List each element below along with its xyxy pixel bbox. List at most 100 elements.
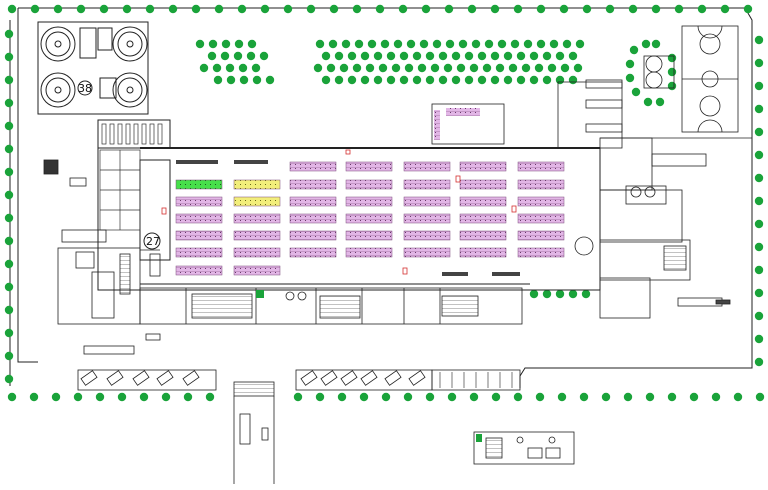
tree-icon [754, 35, 764, 45]
tree-icon [29, 392, 39, 402]
tree-icon [425, 392, 435, 402]
tree-icon [484, 39, 494, 49]
storage-rack [459, 230, 507, 241]
tree-icon [754, 173, 764, 183]
tree-icon [315, 39, 325, 49]
tree-icon [30, 4, 40, 14]
tree-icon [412, 51, 422, 61]
tree-icon [555, 51, 565, 61]
storage-rack [175, 265, 223, 276]
tree-icon [73, 392, 83, 402]
storage-rack [517, 161, 565, 172]
tree-icon [425, 51, 435, 61]
tree-icon [373, 51, 383, 61]
tree-icon [490, 75, 500, 85]
tree-icon [191, 4, 201, 14]
tree-icon [582, 4, 592, 14]
tree-icon [412, 75, 422, 85]
tree-icon [399, 75, 409, 85]
tree-icon [4, 213, 14, 223]
tree-icon [625, 73, 635, 83]
tree-icon [238, 63, 248, 73]
tree-icon [99, 4, 109, 14]
storage-tank-icon [112, 26, 148, 62]
tree-icon [4, 144, 14, 154]
tree-icon [386, 51, 396, 61]
tree-icon [754, 150, 764, 160]
tree-icon [247, 39, 257, 49]
parked-car-icon [80, 370, 98, 386]
storage-rack [517, 247, 565, 258]
tree-icon [76, 4, 86, 14]
tree-icon [207, 51, 217, 61]
tree-icon [212, 63, 222, 73]
tree-icon [754, 127, 764, 137]
tree-icon [667, 392, 677, 402]
tree-icon [4, 305, 14, 315]
tree-icon [490, 4, 500, 14]
storage-tank-icon [40, 72, 76, 108]
entrance-gate [233, 381, 275, 484]
tree-icon [529, 289, 539, 299]
tree-icon [645, 392, 655, 402]
tree-icon [7, 4, 17, 14]
tree-icon [4, 29, 14, 39]
tree-icon [513, 4, 523, 14]
east-facilities [557, 79, 752, 319]
storage-rack [175, 196, 223, 207]
tree-icon [559, 4, 569, 14]
tree-icon [438, 75, 448, 85]
tree-icon [743, 4, 753, 14]
tree-icon [386, 75, 396, 85]
tree-icon [53, 4, 63, 14]
tree-icon [469, 392, 479, 402]
tree-icon [233, 51, 243, 61]
guard-house [473, 431, 575, 465]
tree-icon [697, 4, 707, 14]
storage-rack [403, 247, 451, 258]
tree-icon [467, 4, 477, 14]
tree-icon [398, 4, 408, 14]
tree-icon [161, 392, 171, 402]
parked-car-icon [320, 370, 338, 386]
tree-icon [754, 265, 764, 275]
parking-lots [77, 369, 521, 391]
tree-icon [754, 242, 764, 252]
tree-icon [535, 392, 545, 402]
red-markers [161, 149, 517, 275]
storage-rack [517, 213, 565, 224]
tree-icon [754, 58, 764, 68]
tree-icon [252, 75, 262, 85]
storage-rack [175, 247, 223, 258]
tree-icon [419, 39, 429, 49]
tree-icon [326, 63, 336, 73]
tree-rows [4, 4, 765, 402]
storage-rack [345, 179, 393, 190]
tree-icon [641, 39, 651, 49]
tree-icon [754, 357, 764, 367]
tree-icon [689, 392, 699, 402]
tank-farm [37, 21, 149, 115]
parked-car-icon [300, 370, 318, 386]
tree-icon [341, 39, 351, 49]
tree-icon [381, 392, 391, 402]
canopy-building [431, 103, 505, 145]
tree-icon [451, 75, 461, 85]
tree-icon [260, 4, 270, 14]
tree-icon [536, 4, 546, 14]
tree-icon [234, 39, 244, 49]
area-27-label: 27 [146, 235, 160, 248]
tree-icon [510, 39, 520, 49]
tree-icon [575, 39, 585, 49]
tree-icon [536, 39, 546, 49]
tree-icon [213, 75, 223, 85]
tree-icon [239, 75, 249, 85]
storage-rack [403, 230, 451, 241]
storage-rack [403, 161, 451, 172]
tree-icon [755, 392, 765, 402]
rack-headers [176, 160, 520, 276]
tree-icon [51, 392, 61, 402]
tree-icon [513, 392, 523, 402]
tree-icon [417, 63, 427, 73]
